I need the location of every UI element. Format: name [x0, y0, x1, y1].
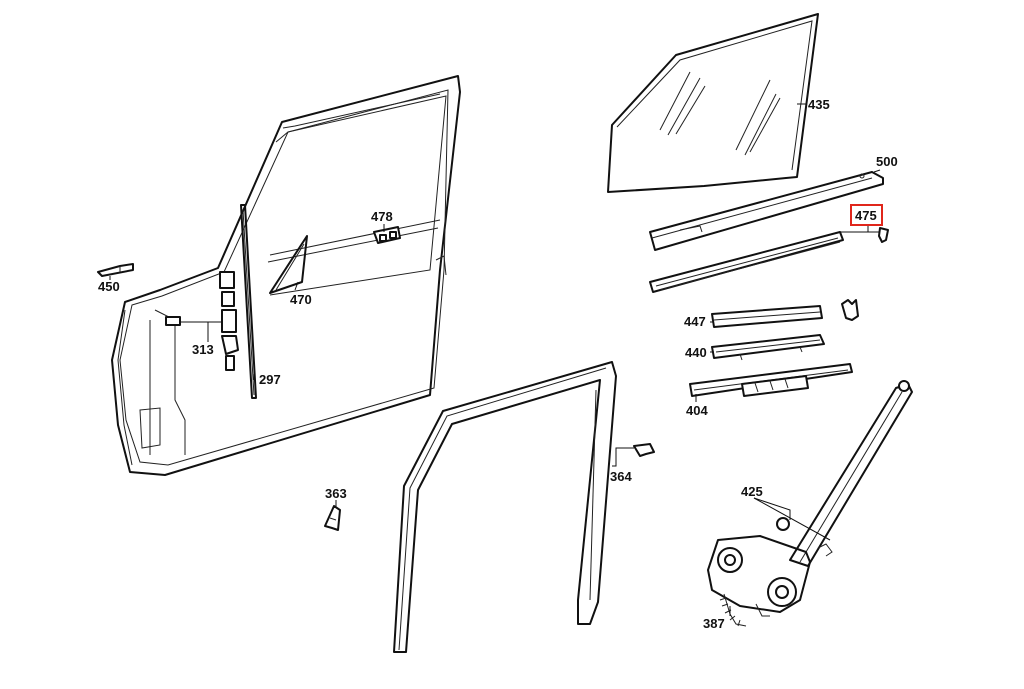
part-470-vent-triangle — [269, 235, 308, 294]
callout-450: 450 — [98, 279, 120, 294]
part-500-glass-channel — [649, 171, 884, 251]
callout-500: 500 — [876, 154, 898, 169]
callout-475: 475 — [855, 208, 877, 223]
callout-404: 404 — [686, 403, 708, 418]
callout-387: 387 — [703, 616, 725, 631]
part-450-small-rod — [97, 263, 134, 277]
callout-447: 447 — [684, 314, 706, 329]
callout-425: 425 — [741, 484, 763, 499]
part-425-regulator-arm — [776, 380, 913, 567]
part-363-clip — [324, 505, 341, 531]
part-313-lock-components — [165, 271, 239, 371]
door-shell — [111, 75, 461, 476]
callout-440: 440 — [685, 345, 707, 360]
part-475-seal-strip — [649, 227, 889, 293]
callout-435: 435 — [808, 97, 830, 112]
callout-475-highlight-box — [850, 204, 883, 226]
callout-478: 478 — [371, 209, 393, 224]
part-478-handle — [373, 226, 401, 244]
part-440-strip — [711, 334, 825, 361]
callout-364: 364 — [610, 469, 632, 484]
part-404-lift-channel — [689, 363, 853, 397]
part-297-vertical-strip — [240, 204, 257, 399]
callout-297: 297 — [259, 372, 281, 387]
callout-470: 470 — [290, 292, 312, 307]
callout-363: 363 — [325, 486, 347, 501]
callout-labels: 435 500 475 478 450 470 447 440 404 313 … — [98, 97, 898, 631]
part-364-window-seal-frame — [393, 361, 655, 653]
leader-lines — [109, 103, 881, 616]
part-387-regulator-motor — [707, 535, 811, 627]
part-447-strip — [711, 299, 859, 328]
callout-313: 313 — [192, 342, 214, 357]
part-435-window-glass — [607, 13, 819, 193]
